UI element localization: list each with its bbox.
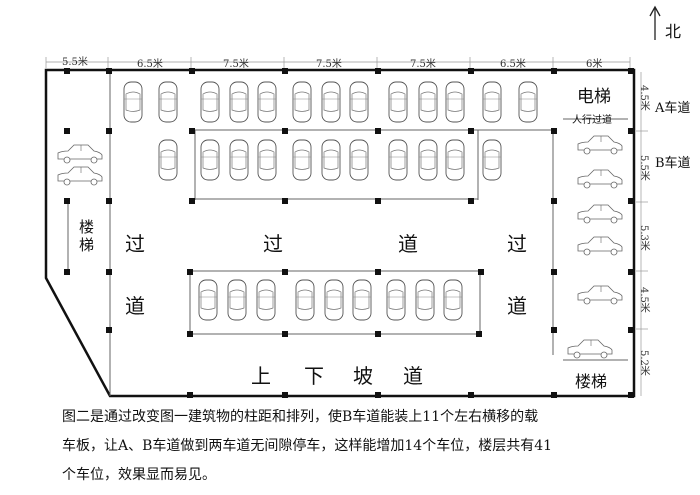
- ramp-char-1: 上: [251, 364, 271, 388]
- dimension-right-2: 5.5米: [638, 155, 649, 181]
- aisle-label-guo-2: 过: [263, 232, 283, 256]
- lane-a-label: A车道: [655, 101, 691, 116]
- aisle-label-guo-3: 过: [507, 232, 527, 256]
- aisle-label-dao-1: 道: [125, 294, 145, 318]
- aisle-label-guo-1: 过: [125, 232, 145, 256]
- dimension-right-4: 4.5米: [638, 287, 649, 313]
- dimension-top-6: 6.5米: [500, 59, 526, 70]
- dimension-top-1: 5.5米: [62, 57, 88, 68]
- lane-b-label: B车道: [655, 156, 691, 171]
- caption-line-3: 个车位，效果显而易见。: [62, 467, 216, 483]
- dimension-right-5: 5.2米: [638, 350, 649, 376]
- dimension-right-3: 5.3米: [638, 225, 649, 251]
- dimension-top-4: 7.5米: [316, 59, 342, 70]
- ramp-char-3: 坡: [353, 364, 373, 388]
- walkway-label: 人行过道: [572, 115, 612, 126]
- ramp-char-4: 道: [403, 364, 423, 388]
- dimension-top-2: 6.5米: [137, 59, 163, 70]
- floor-plan: [44, 5, 661, 398]
- caption-line-1: 图二是通过改变图一建筑物的柱距和排列，使B车道能装上11个左右横移的载: [62, 409, 539, 425]
- dimension-top-7: 6米: [586, 59, 603, 70]
- north-label: 北: [665, 22, 682, 41]
- dimension-right-1: 4.5米: [638, 85, 649, 111]
- aisle-label-dao-3: 道: [507, 294, 527, 318]
- caption-line-2: 车板，让A、B车道做到两车道无间隙停车，这样能增加14个车位，楼层共有41: [62, 438, 553, 454]
- caption: 图二是通过改变图一建筑物的柱距和排列，使B车道能装上11个左右横移的载 车板，让…: [62, 403, 662, 490]
- aisle-label-dao-2: 道: [398, 232, 418, 256]
- elevator-label: 电梯: [577, 87, 611, 107]
- ramp-char-2: 下: [304, 364, 324, 388]
- stairs-left-label: 楼梯: [79, 218, 95, 254]
- dimension-top-3: 7.5米: [223, 59, 249, 70]
- stairs-right-label: 楼梯: [575, 372, 608, 391]
- dimension-top-5: 7.5米: [410, 59, 436, 70]
